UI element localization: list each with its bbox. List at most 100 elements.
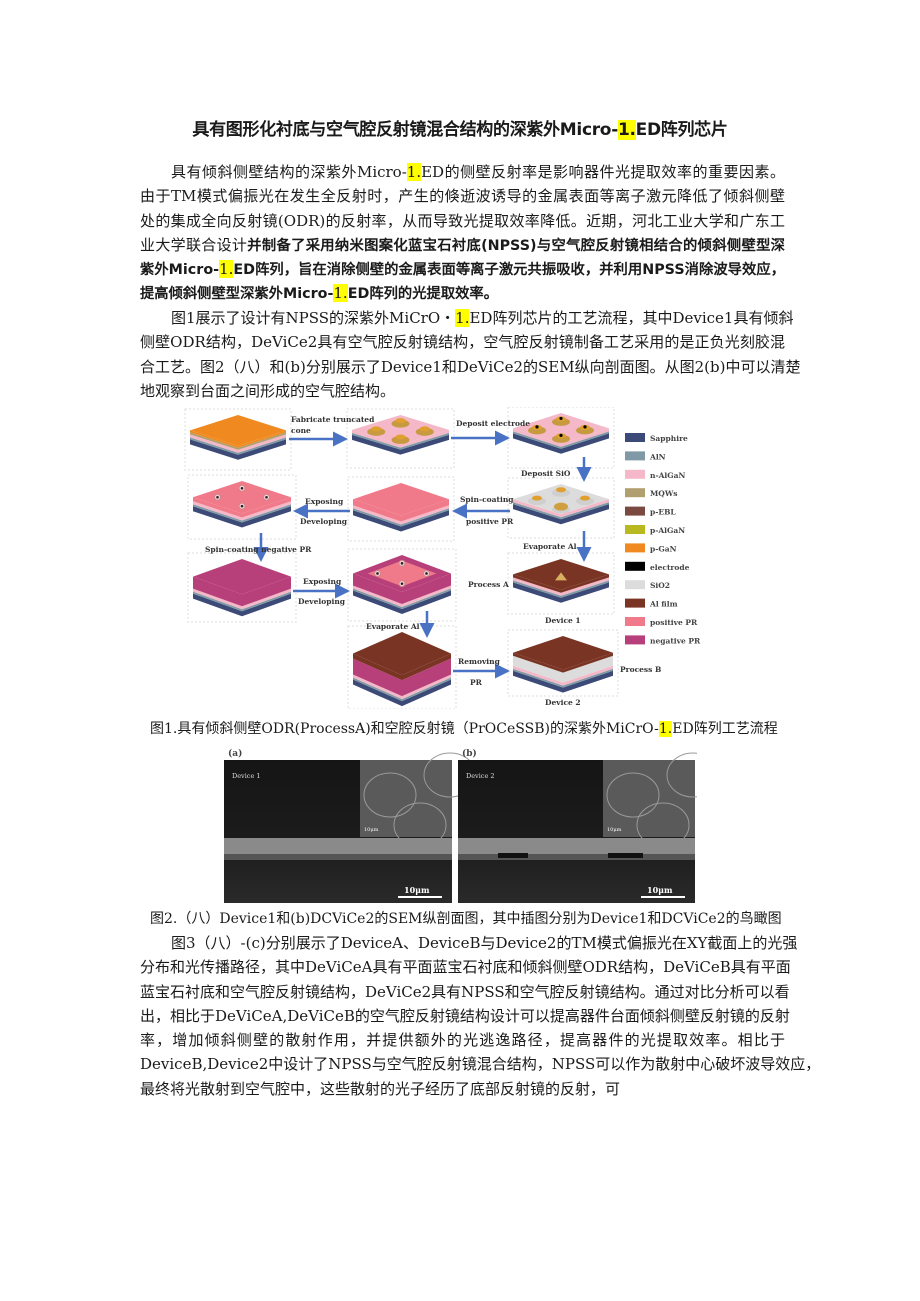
bold-text: ED阵列的光提取效率。 xyxy=(347,286,499,303)
label-removing: Removing xyxy=(458,657,501,666)
text-line: 率，增加倾斜侧壁的散射作用，并提供额外的光逃逸路径，提高器件的光提取效率。相比于 xyxy=(140,1028,785,1052)
label-deposit-electrode: Deposit electrode xyxy=(456,419,530,428)
paragraph-1: 具有倾斜侧壁结构的深紫外Micro-1.ED的侧壁反射率是影响器件光提取效率的重… xyxy=(140,160,785,306)
top-surface xyxy=(513,484,609,515)
legend-swatch xyxy=(625,469,645,479)
label-fabricate-2: cone xyxy=(291,426,311,435)
text-run: ED阵列工艺流程 xyxy=(672,721,778,737)
legend-label: positive PR xyxy=(650,618,698,627)
top-surface xyxy=(190,415,286,446)
text-run: 图1展示了设计有NPSS的深紫外MiCrO・ xyxy=(171,309,456,327)
inset-circle xyxy=(606,772,660,818)
top-surface xyxy=(193,481,291,514)
label-process-b: Process B xyxy=(620,665,661,674)
label-exposing-1: Exposing xyxy=(305,497,344,506)
title-highlight: 1. xyxy=(617,120,636,140)
text-run: 处的集成全向反射镜(ODR)的反射率，从而导致光提取效率降低。近期，河北工业大学… xyxy=(140,211,785,230)
paragraph-2: 图1展示了设计有NPSS的深紫外MiCrO・1.ED阵列芯片的工艺流程，其中De… xyxy=(140,306,800,403)
text-run: 蓝宝石衬底和空气腔反射镜结构，DeViCe2具有NPSS和空气腔反射镜结构。通过… xyxy=(140,982,790,1001)
label-fabricate: Fabricate truncated xyxy=(291,415,375,424)
legend-swatch xyxy=(625,506,645,516)
device-label: Device 2 xyxy=(466,772,495,780)
mesa-top xyxy=(556,487,566,493)
exposed-mesa xyxy=(554,502,568,511)
text-run: ED阵列芯片的工艺流程，其中Device1具有倾斜 xyxy=(469,309,794,327)
mesa-top xyxy=(395,434,406,440)
page-title: 具有图形化衬底与空气腔反射镜混合结构的深紫外Micro-1.ED阵列芯片 xyxy=(0,115,920,140)
legend-label: Al film xyxy=(649,600,678,609)
layer xyxy=(513,504,609,525)
pr-window xyxy=(367,560,437,587)
text-line: 地观察到台面之间形成的空气腔结构。 xyxy=(140,379,785,403)
label-developing-2: Developing xyxy=(298,597,346,606)
label-developing-1: Developing xyxy=(300,517,348,526)
top-surface xyxy=(353,483,449,516)
text-line: 蓝宝石衬底和空气腔反射镜结构，DeViCe2具有NPSS和空气腔反射镜结构。通过… xyxy=(140,980,790,1004)
legend: SapphireAlNn-AlGaNMQWsp-EBLp-AlGaNp-GaNe… xyxy=(625,433,701,645)
panel-tag: (b) xyxy=(462,748,477,759)
text-line: 分布和光传播路径，其中DeViCeA具有平面蓝宝石衬底和倾斜侧壁ODR结构，De… xyxy=(140,955,791,979)
step-exposed-negative-pr xyxy=(347,548,457,622)
inset-scale: 10μm xyxy=(364,827,379,833)
inset-circle xyxy=(363,772,417,818)
text-line: 处的集成全向反射镜(ODR)的反射率，从而导致光提取效率降低。近期，河北工业大学… xyxy=(140,209,785,233)
highlighted-text: 1. xyxy=(658,721,673,737)
text-run: 侧壁ODR结构，DeViCe2具有空气腔反射镜结构，空气腔反射镜制备工艺采用的是… xyxy=(140,333,785,352)
text-line: 具有倾斜侧壁结构的深紫外Micro-1.ED的侧壁反射率是影响器件光提取效率的重… xyxy=(140,160,785,184)
legend-swatch xyxy=(625,635,645,645)
highlighted-text: 1. xyxy=(406,163,422,181)
layer xyxy=(513,655,613,683)
scale-bar-label: 10μm xyxy=(647,885,673,895)
layer xyxy=(352,434,449,455)
mesa xyxy=(555,572,567,581)
electrode-dot xyxy=(376,572,379,575)
label-spin-positive: Spin-coating xyxy=(460,495,514,504)
top-surface xyxy=(513,413,609,444)
mesa-top xyxy=(419,426,430,432)
step-exposed-pr xyxy=(187,474,297,540)
text-line: 紫外Micro-1.ED阵列，旨在消除侧壁的金属表面等离子激元共振吸收，并利用N… xyxy=(140,257,785,281)
text-line: 出，相比于DeViCeA,DeViCeB的空气腔反射镜结构设计可以提高器件台面倾… xyxy=(140,1004,790,1028)
inset-image xyxy=(360,760,452,837)
electrode-dot xyxy=(216,495,219,499)
scale-bar xyxy=(398,896,442,898)
legend-swatch xyxy=(625,451,645,461)
text-run: 分布和光传播路径，其中DeViCeA具有平面蓝宝石衬底和倾斜侧壁ODR结构，De… xyxy=(140,958,791,977)
text-run: 由于TM模式偏振光在发生全反射时，产生的倏逝波诱导的金属表面等离子激元降低了倾斜… xyxy=(140,187,785,206)
legend-label: p-EBL xyxy=(650,508,676,517)
sem-panel-2: (b) 10μm Device 2 10μm xyxy=(458,748,697,903)
label-process-a: Process A xyxy=(468,580,509,589)
layer xyxy=(353,510,449,532)
step-sio2 xyxy=(507,477,615,539)
highlighted-text: 1. xyxy=(333,284,348,303)
scale-bar xyxy=(641,896,685,898)
inset-scale: 10μm xyxy=(607,827,622,833)
text-run: 地观察到台面之间形成的空气腔结构。 xyxy=(140,381,396,400)
label-spin-positive-2: positive PR xyxy=(466,517,514,526)
layer xyxy=(513,433,609,454)
highlighted-text: 1. xyxy=(219,260,234,279)
electrode-dot xyxy=(425,572,428,575)
layer xyxy=(353,590,451,614)
layer xyxy=(513,670,613,693)
bold-text: 紫外Micro- xyxy=(140,262,220,279)
label-deposit-sio2: Deposit SiO xyxy=(521,469,571,478)
title-text-end: ED阵列芯片 xyxy=(635,120,728,140)
step-negative-pr xyxy=(187,552,297,623)
figure-2-caption: 图2.（八）Device1和(b)DCViCe2的SEM纵剖面图，其中插图分别为… xyxy=(150,911,782,927)
label-evaporate-al-2: Evaporate Al xyxy=(366,622,420,631)
text-line: 提高倾斜侧壁型深紫外Micro-1.ED阵列的光提取效率。 xyxy=(140,281,785,305)
legend-swatch xyxy=(625,525,645,534)
cross-section-layer xyxy=(224,854,452,860)
electrode-dot xyxy=(559,433,563,437)
legend-label: MQWs xyxy=(650,489,677,498)
legend-swatch xyxy=(625,580,645,590)
cross-section-layer xyxy=(458,854,695,860)
legend-label: negative PR xyxy=(650,636,701,645)
electrode-dot xyxy=(583,425,587,429)
label-device-1: Device 1 xyxy=(545,616,581,625)
layer xyxy=(353,653,451,681)
mesa-top xyxy=(532,495,542,501)
